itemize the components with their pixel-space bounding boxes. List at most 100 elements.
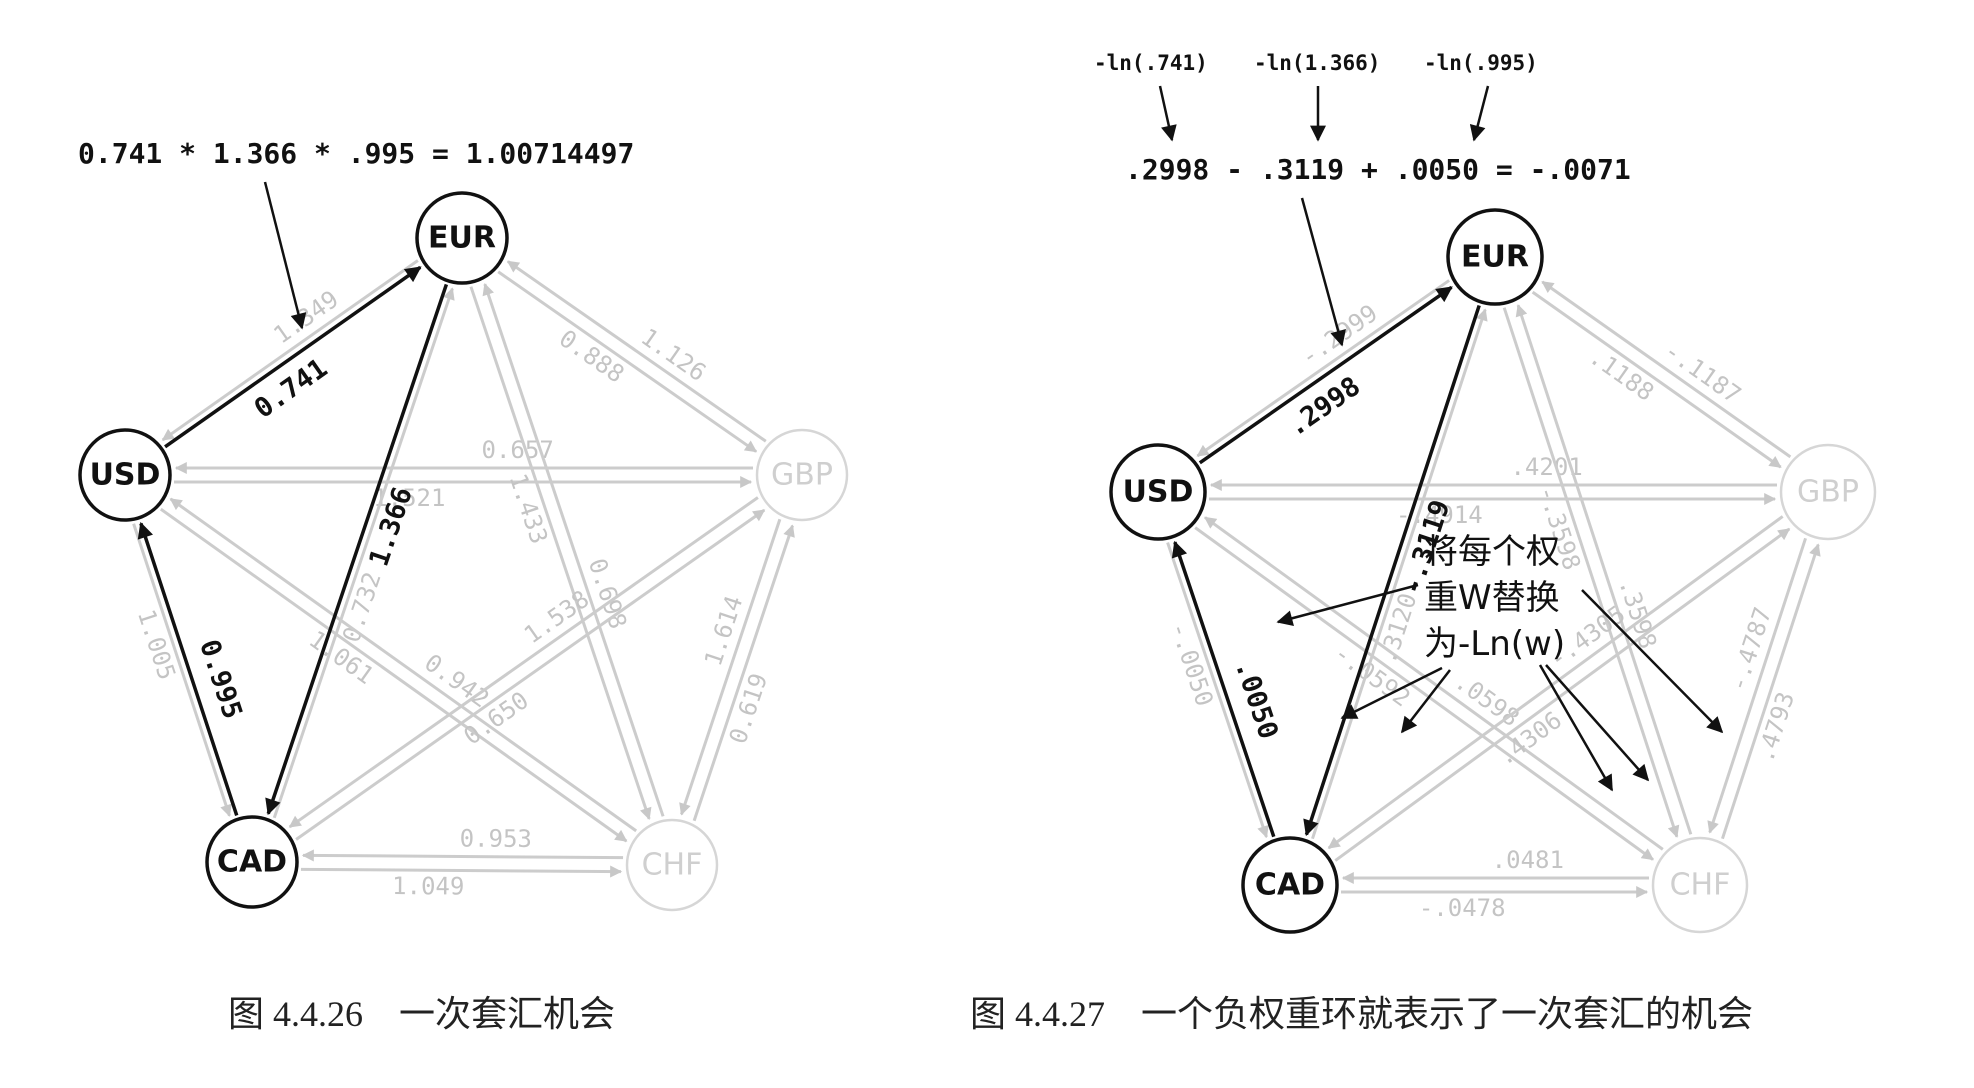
left-formula-pointer-arrow — [263, 181, 307, 330]
left-node-circle-gbp — [755, 428, 849, 522]
right-node-label-usd: USD — [1123, 475, 1194, 510]
note-arrow-5 — [1545, 664, 1650, 782]
left-nodes: EUR USD GBP CAD CHF — [78, 191, 849, 912]
left-node-label-usd: USD — [90, 458, 161, 493]
left-node-eur: EUR — [415, 191, 509, 285]
right-faded-edge-label-16: .0481 — [1492, 846, 1564, 874]
right-node-cad: CAD — [1241, 836, 1339, 934]
note-arrow-2 — [1340, 666, 1443, 720]
note-arrow-4 — [1538, 664, 1614, 792]
ln-term-2: -ln(1.366) — [1254, 51, 1380, 75]
ln-term-1: -ln(.741) — [1094, 51, 1208, 75]
right-faded-edge-5 — [1502, 307, 1680, 838]
right-nodes: EUR USD GBP CAD CHF — [1109, 208, 1877, 934]
right-node-circle-gbp — [1779, 443, 1877, 541]
left-product-formula: 0.741 * 1.366 * .995 = 1.00714497 — [78, 137, 634, 170]
note-arrow-1 — [1276, 583, 1419, 627]
right-faded-edge-13 — [1707, 537, 1807, 834]
left-node-usd: USD — [78, 428, 172, 522]
left-faded-edge-3 — [272, 287, 455, 819]
left-node-gbp: GBP — [755, 428, 849, 522]
left-node-chf: CHF — [625, 818, 719, 912]
left-faded-edge-16 — [301, 849, 624, 862]
left-faded-edge-14 — [692, 524, 795, 822]
right-node-circle-chf — [1651, 836, 1749, 934]
right-faded-edge-2 — [1541, 280, 1792, 459]
left-panel: 0.741 * 1.366 * .995 = 1.00714497 1.3491… — [78, 137, 849, 1034]
right-highlight-edge-label-0: .2998 — [1282, 371, 1366, 443]
left-node-circle-chf — [625, 818, 719, 912]
left-highlight-edge-1 — [265, 283, 449, 816]
right-node-label-gbp: GBP — [1797, 475, 1859, 510]
ln-term-1-arrow — [1158, 85, 1177, 142]
right-faded-edge-label-7: -.0050 — [1165, 619, 1219, 710]
right-sum-formula: .2998 - .3119 + .0050 = -.0071 — [1125, 153, 1631, 186]
right-faded-edge-label-15: -.0478 — [1419, 894, 1506, 922]
left-faded-edge-8 — [506, 260, 767, 443]
right-formula-pointer-arrow — [1300, 197, 1346, 347]
left-node-circle-usd — [78, 428, 172, 522]
left-faded-edge-11 — [288, 496, 759, 829]
note-line-1: 将每个权 — [1424, 532, 1560, 572]
right-faded-edge-0 — [1196, 279, 1451, 458]
right-faded-edge-1 — [1531, 290, 1782, 469]
left-faded-edge-label-15: 1.049 — [392, 872, 464, 901]
right-highlight-edge-0 — [1198, 285, 1453, 465]
left-faded-edge-5 — [159, 507, 628, 843]
ln-term-3-arrow — [1469, 85, 1490, 142]
right-faded-edge-12 — [1327, 515, 1784, 850]
note-line-2: 重W替换 — [1424, 578, 1560, 618]
right-node-label-eur: EUR — [1461, 240, 1529, 275]
right-panel: -ln(.741) -ln(1.366) -ln(.995) .2998 - .… — [970, 51, 1877, 1034]
right-node-eur: EUR — [1446, 208, 1544, 306]
note-line-3: 为-Ln(w) — [1424, 624, 1565, 664]
left-faded-edge-7 — [497, 270, 758, 453]
left-faded-edge-12 — [295, 508, 766, 841]
right-highlight-edge-1 — [1303, 304, 1481, 837]
right-node-gbp: GBP — [1779, 443, 1877, 541]
note-arrow-3 — [1401, 669, 1451, 734]
right-caption: 图 4.4.27 一个负权重环就表示了一次套汇的机会 — [970, 994, 1753, 1034]
left-faded-edge-6 — [169, 497, 638, 833]
left-node-label-eur: EUR — [428, 221, 496, 256]
right-node-usd: USD — [1109, 443, 1207, 541]
right-node-chf: CHF — [1651, 836, 1749, 934]
left-highlight-edge-0 — [164, 265, 422, 449]
right-faded-edge-14 — [1721, 543, 1821, 840]
note-arrow-6 — [1581, 589, 1724, 734]
left-faded-edge-10 — [482, 282, 665, 817]
left-highlight-edge-2 — [137, 521, 239, 816]
right-faded-edge-10 — [1311, 308, 1488, 840]
left-faded-edge-label-13: 1.614 — [699, 592, 748, 669]
left-highlight-edge-label-0: 0.741 — [249, 353, 333, 425]
right-node-label-cad: CAD — [1255, 868, 1325, 903]
left-node-circle-cad — [205, 815, 299, 909]
right-node-circle-cad — [1241, 836, 1339, 934]
ln-term-3: -ln(.995) — [1424, 51, 1538, 75]
note-pointer-arrows — [1276, 583, 1724, 792]
right-highlight-edge-2 — [1171, 540, 1276, 838]
right-node-circle-usd — [1109, 443, 1207, 541]
left-node-label-cad: CAD — [217, 845, 287, 880]
right-faded-edge-8 — [1194, 526, 1654, 861]
right-node-circle-eur — [1446, 208, 1544, 306]
left-faded-edge-0 — [161, 259, 419, 442]
left-faded-edge-4 — [132, 523, 232, 817]
left-node-label-chf: CHF — [642, 848, 703, 883]
left-faded-edge-9 — [469, 286, 652, 821]
left-node-label-gbp: GBP — [771, 458, 833, 493]
left-node-cad: CAD — [205, 815, 299, 909]
replace-weights-note: 将每个权 重W替换 为-Ln(w) — [1424, 532, 1565, 664]
left-node-circle-eur — [415, 191, 509, 285]
left-faded-edge-13 — [679, 518, 782, 816]
left-faded-edge-label-16: 0.953 — [460, 824, 532, 853]
right-faded-edge-7 — [1166, 542, 1269, 839]
left-faded-edge-15 — [300, 865, 623, 878]
right-faded-edge-9 — [1204, 516, 1664, 851]
right-faded-edge-11 — [1334, 527, 1791, 862]
left-caption: 图 4.4.26 一次套汇机会 — [228, 994, 615, 1034]
right-faded-edge-6 — [1515, 304, 1693, 835]
right-node-label-chf: CHF — [1670, 868, 1731, 903]
